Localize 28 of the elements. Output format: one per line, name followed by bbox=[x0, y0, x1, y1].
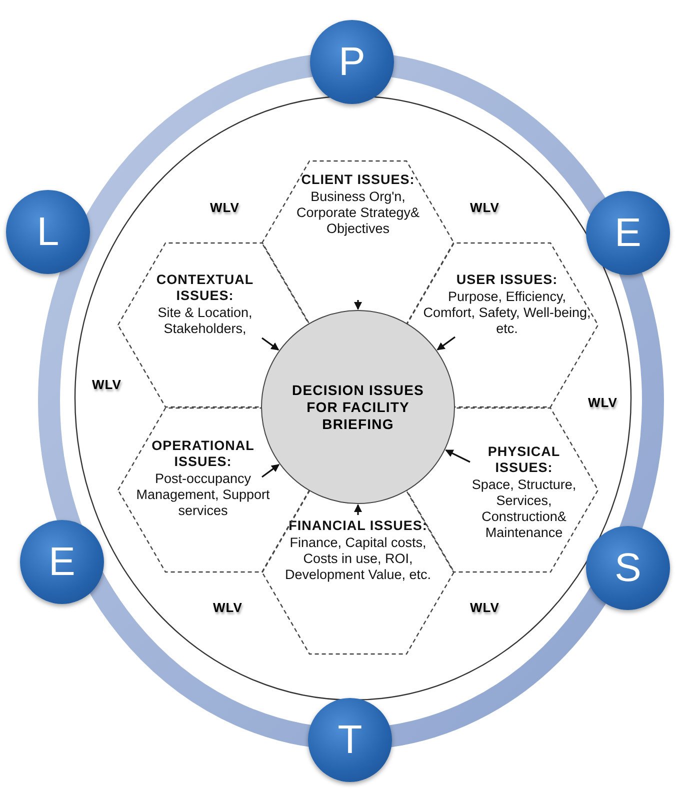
arrow bbox=[445, 449, 470, 463]
arrow bbox=[262, 337, 280, 350]
hexagon-heading: USER ISSUES: bbox=[455, 272, 559, 288]
letter-circle: E bbox=[20, 520, 104, 604]
hexagon-heading: FINANCIAL ISSUES: bbox=[288, 518, 428, 534]
hexagon-heading: CONTEXTUAL ISSUES: bbox=[155, 272, 255, 304]
letter-circle: S bbox=[586, 526, 670, 610]
arrow bbox=[354, 504, 362, 515]
hexagon-text: Site & Location, Stakeholders, bbox=[156, 305, 254, 337]
arrow bbox=[436, 336, 456, 350]
hexagon-text: Space, Structure, Services, Construction& Maintenance bbox=[470, 477, 578, 541]
hexagon-text: Finance, Capital costs, Costs in use, ROI, Development Value, etc. bbox=[284, 535, 432, 583]
letter-circle: T bbox=[308, 698, 392, 782]
hexagon-heading: OPERATIONAL ISSUES: bbox=[150, 438, 256, 470]
ring-label: WLV bbox=[588, 395, 618, 410]
hexagon-text: Business Org'n, Corporate Strategy& Objectives bbox=[295, 189, 421, 237]
arrow bbox=[354, 300, 362, 310]
ring-label: WLV bbox=[470, 600, 500, 615]
ring-label: WLV bbox=[213, 600, 242, 615]
letter-circle: E bbox=[586, 191, 670, 275]
ring-label: WLV bbox=[92, 377, 122, 392]
ring-label: WLV bbox=[470, 200, 500, 215]
ring-label: WLV bbox=[210, 200, 240, 215]
arrow bbox=[262, 464, 280, 478]
hexagon-heading: PHYSICAL ISSUES: bbox=[486, 444, 562, 476]
letter-circle: P bbox=[310, 20, 394, 104]
letter-circle: L bbox=[6, 190, 90, 274]
hexagon-heading: CLIENT ISSUES: bbox=[300, 172, 416, 188]
